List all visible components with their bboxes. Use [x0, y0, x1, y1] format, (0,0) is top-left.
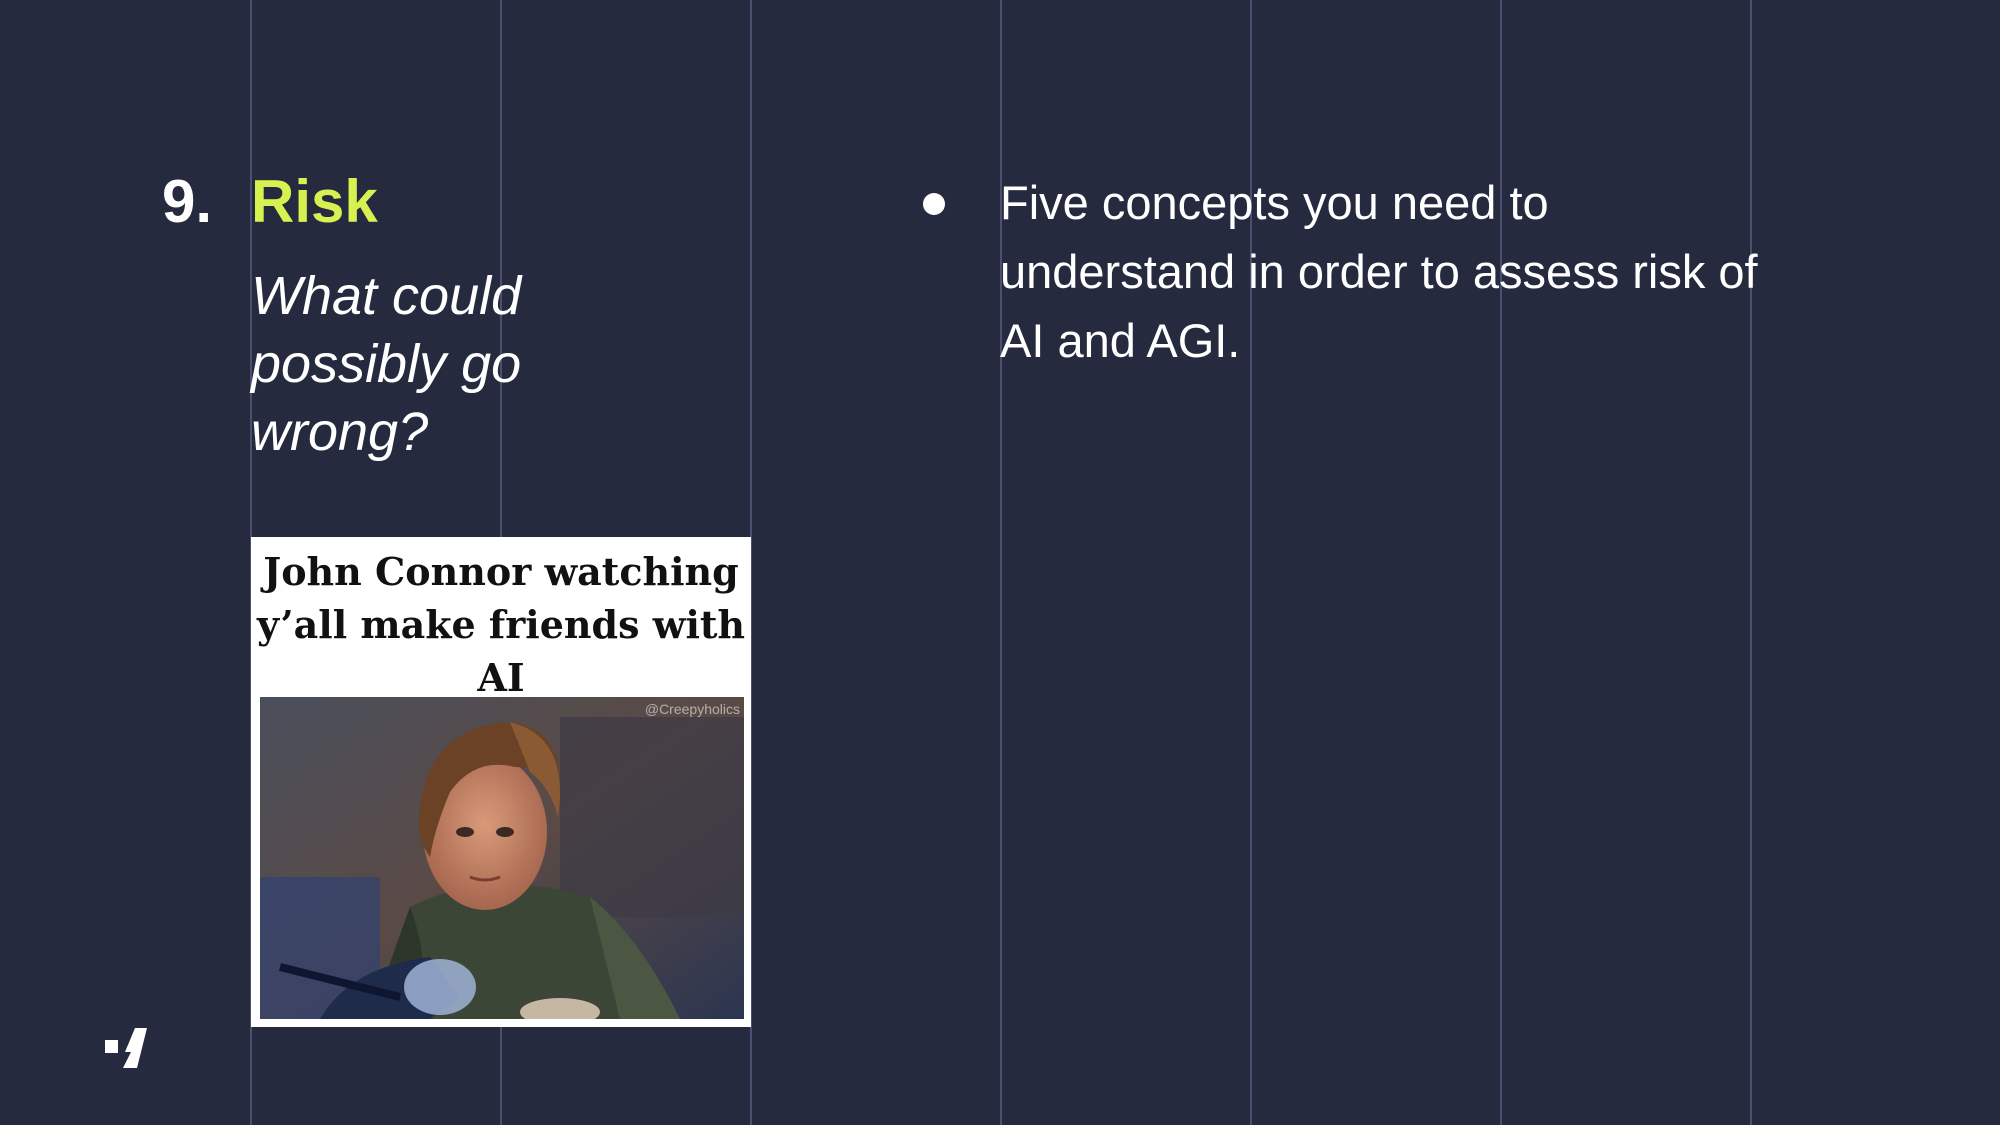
gridline [1500, 0, 1502, 1125]
meme-watermark: @Creepyholics [644, 701, 740, 717]
section-subtitle: What could possibly go wrong? [251, 266, 522, 462]
meme-image: John Connor watching y’all make friends … [251, 537, 751, 1027]
section-title: Risk [251, 168, 378, 235]
meme-photo-illustration [260, 697, 744, 1019]
meme-photo: @Creepyholics [260, 697, 744, 1019]
bullet-text: Five concepts you need to understand in … [1000, 176, 1758, 367]
gridline [750, 0, 752, 1125]
brand-logo-icon [105, 1028, 147, 1068]
meme-caption: John Connor watching y’all make friends … [256, 549, 746, 700]
bullet-dot-icon [923, 193, 945, 215]
gridline [1750, 0, 1752, 1125]
gridline [1250, 0, 1252, 1125]
section-number: 9. [162, 168, 213, 235]
gridline [1000, 0, 1002, 1125]
